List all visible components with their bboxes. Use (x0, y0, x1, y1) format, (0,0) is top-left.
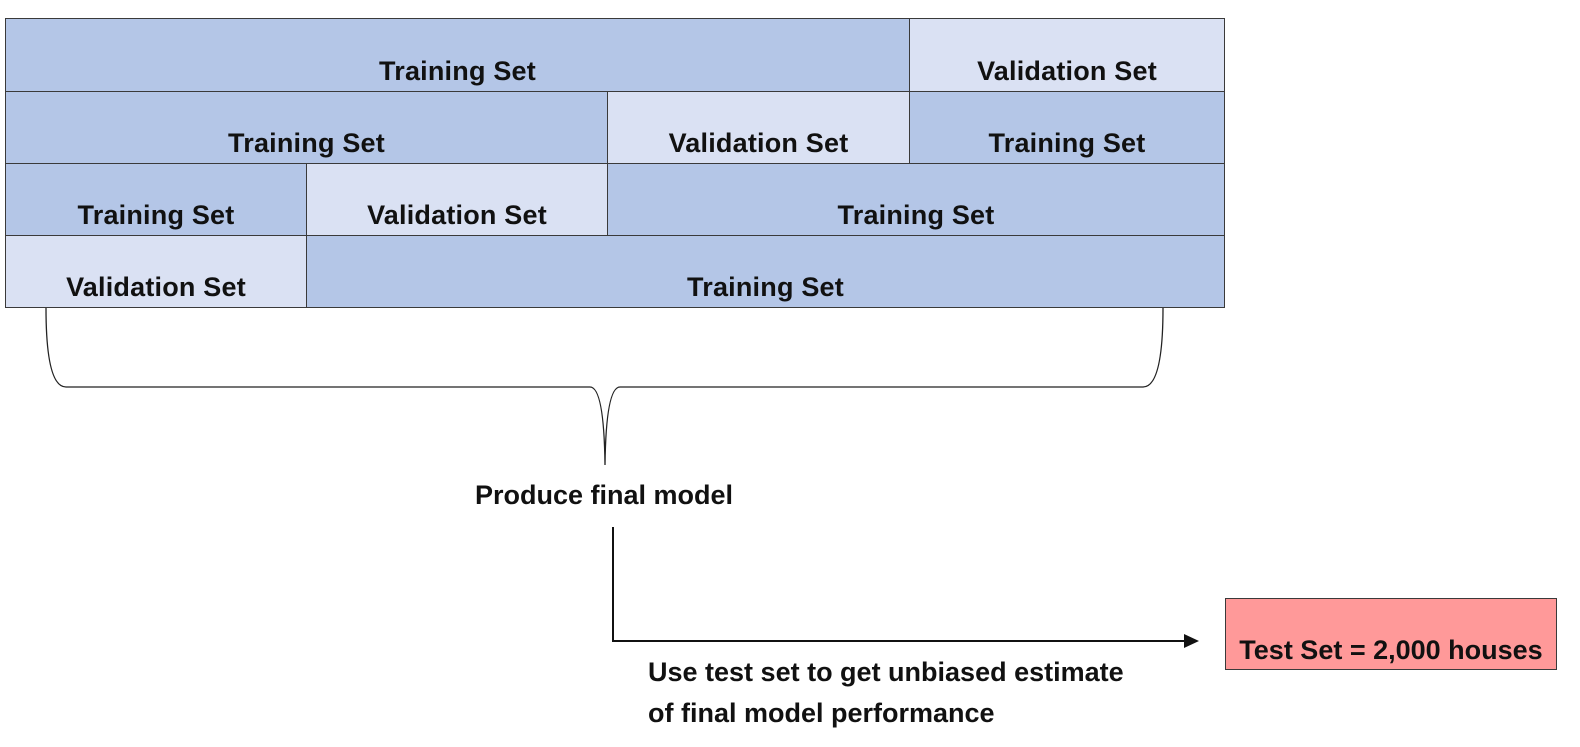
curly-brace (45, 307, 1164, 466)
connector-line (612, 527, 1184, 642)
fold-4-validation-set: Validation Set (5, 235, 307, 308)
fold-3-training-set-left: Training Set (5, 163, 307, 236)
fold-4-training-set: Training Set (306, 235, 1225, 308)
fold-2-training-set-right: Training Set (909, 91, 1225, 164)
test-set-box: Test Set = 2,000 houses (1225, 598, 1557, 670)
final-model-label: Produce final model (475, 480, 734, 510)
fold-3-training-set-right: Training Set (607, 163, 1225, 236)
fold-3-validation-set: Validation Set (306, 163, 608, 236)
fold-2-validation-set: Validation Set (607, 91, 910, 164)
estimate-text-line-2: of final model performance (648, 698, 995, 728)
fold-1-training-set: Training Set (5, 18, 910, 92)
arrowhead (1184, 634, 1199, 648)
estimate-text-line-1: Use test set to get unbiased estimate (648, 657, 1124, 687)
fold-2-training-set-left: Training Set (5, 91, 608, 164)
